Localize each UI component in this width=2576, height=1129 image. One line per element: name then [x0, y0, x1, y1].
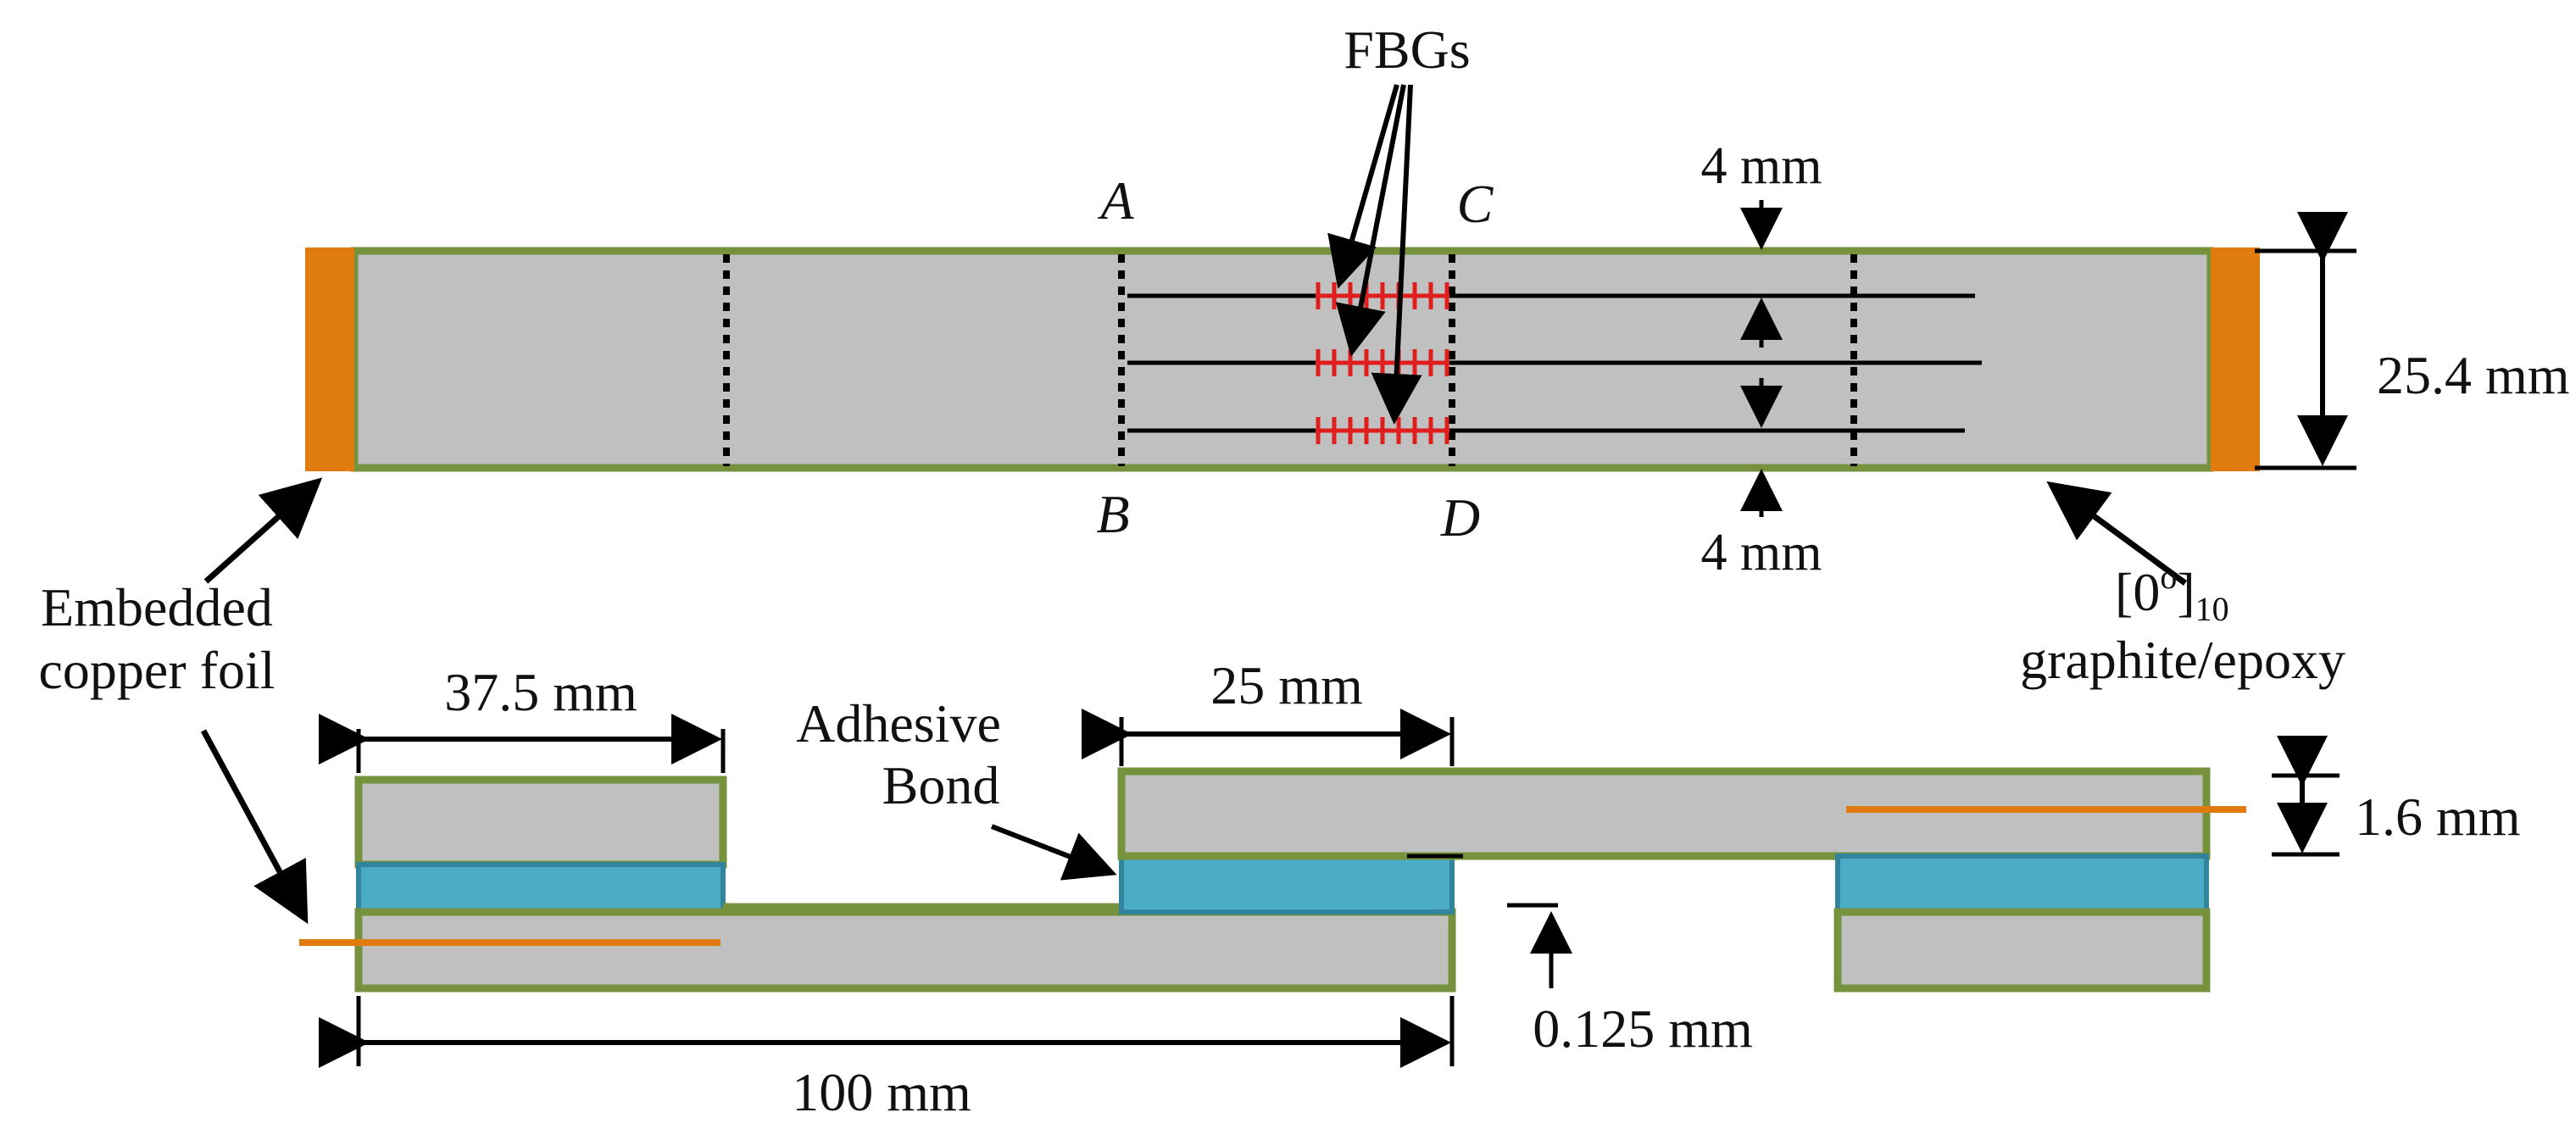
- embedded-copper-foil-label-line1: Embedded: [41, 577, 273, 637]
- dim-width-label: 25.4 mm: [2377, 345, 2570, 405]
- dim-4mm-bottom-label: 4 mm: [1701, 524, 1822, 581]
- dim-1-6-label: 1.6 mm: [2355, 787, 2521, 847]
- fbg-grating-3: [1316, 417, 1449, 444]
- left-tab: [354, 776, 727, 869]
- upper-adherend: [1117, 767, 2211, 860]
- point-c-label: C: [1457, 174, 1494, 234]
- point-a-label: A: [1097, 170, 1134, 231]
- overlap-adhesive-layer: [1119, 854, 1455, 915]
- graphite-epoxy-arrow: [2046, 481, 2188, 586]
- point-d-label: D: [1440, 487, 1480, 548]
- dim-100-label: 100 mm: [792, 1062, 971, 1122]
- fbgs-label: FBGs: [1344, 19, 1470, 80]
- copper-foil-bottom-arrow: [200, 729, 309, 925]
- right-adhesive-layer: [1835, 854, 2209, 915]
- right-tab: [1833, 908, 2211, 993]
- layup-label: [0o]10: [2115, 558, 2229, 628]
- dim-37-5-label: 37.5 mm: [444, 662, 637, 722]
- top-view-specimen: [350, 247, 2215, 472]
- top-view: FBGs A B C D 4 mm 4 mm 25.4 mm Embedded …: [39, 19, 2570, 925]
- copper-foil-top-arrow: [203, 477, 323, 584]
- left-adhesive-layer: [356, 862, 726, 915]
- adhesive-bond-label-line2: Bond: [882, 755, 1000, 815]
- lower-adherend: [354, 908, 1456, 993]
- fbg-leader-arrows: [1327, 84, 1422, 425]
- adhesive-bond-arrow: [990, 824, 1117, 881]
- copper-foil-tab-left: [305, 247, 354, 471]
- fbg-grating-1: [1316, 282, 1449, 309]
- dim-4mm-top-label: 4 mm: [1701, 137, 1822, 195]
- dim-25-label: 25 mm: [1210, 655, 1363, 715]
- adhesive-bond-label-line1: Adhesive: [796, 693, 1001, 754]
- side-view: 37.5 mm 25 mm Adhesive Bond 1.6 mm 0.125…: [299, 655, 2521, 1122]
- graphite-epoxy-label: graphite/epoxy: [2020, 630, 2345, 690]
- embedded-copper-foil-label-line2: copper foil: [39, 640, 275, 700]
- point-b-label: B: [1096, 484, 1129, 544]
- dim-0-125-label: 0.125 mm: [1533, 998, 1753, 1059]
- copper-foil-tab-right: [2211, 247, 2260, 471]
- fbg-grating-2: [1316, 349, 1449, 376]
